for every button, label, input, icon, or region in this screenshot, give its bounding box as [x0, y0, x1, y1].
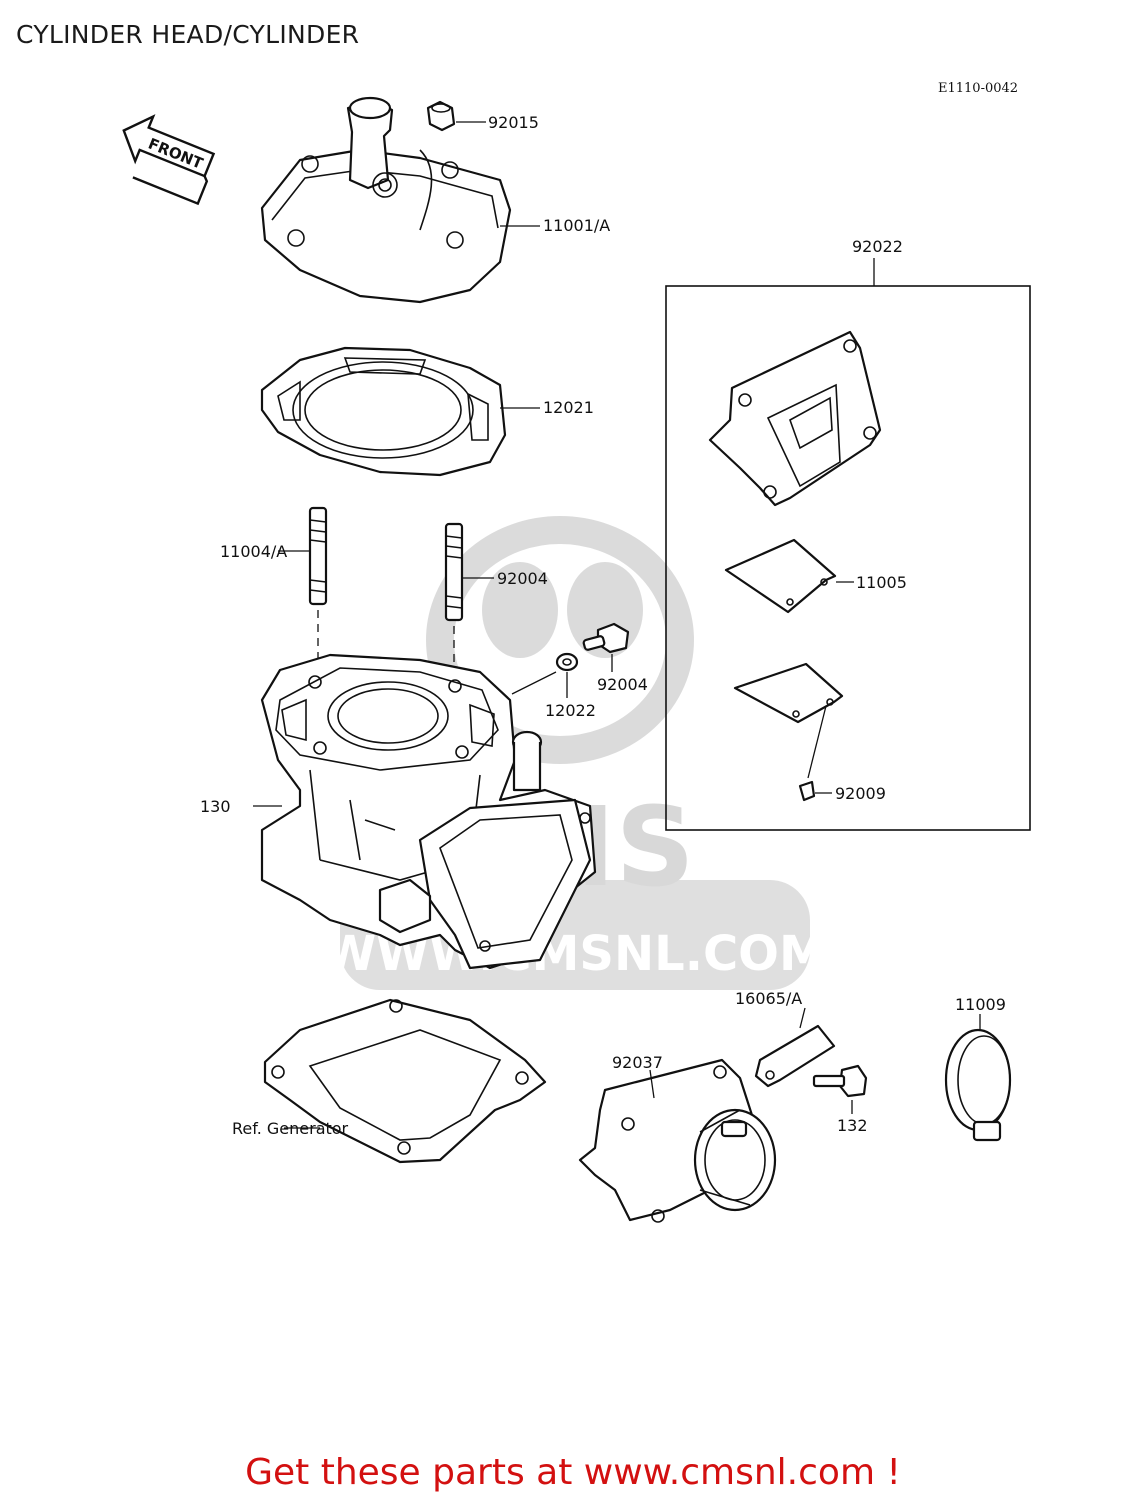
part-label-92004-right: 92004 [497, 569, 548, 588]
part-label-ref-generator: 16065/A [735, 989, 802, 1008]
reed-valve-assembly-12021 [665, 258, 1031, 831]
part-label-92015: 92015 [488, 113, 539, 132]
part-label-11001a: 11001/A [543, 216, 610, 235]
cylinder-11005 [253, 653, 597, 970]
part-label-92009: 92009 [835, 784, 886, 803]
head-gasket-11004a [260, 346, 540, 477]
part-label-12021: 92022 [852, 237, 903, 256]
clamp-92037 [944, 1014, 1012, 1142]
part-label-11005: 130 [200, 797, 231, 816]
diagram-ref-code: E1110-0042 [938, 81, 1018, 96]
part-label-12022: 11005 [856, 573, 907, 592]
base-gasket-11009 [263, 998, 547, 1164]
part-label-11004a: 12021 [543, 398, 594, 417]
part-label-92037: 11009 [955, 995, 1006, 1014]
generator-bracket [754, 1007, 836, 1088]
part-label-132: 132 [837, 1116, 868, 1135]
part-label-92004-left: 11004/A [220, 542, 287, 561]
part-label-16065a: 92037 [612, 1053, 663, 1072]
footer-cta-link[interactable]: Get these parts at www.cmsnl.com ! [245, 1452, 901, 1493]
part-label-92022: 12022 [545, 701, 596, 720]
cylinder-head-11001a [260, 96, 540, 304]
bolt-130 [582, 622, 630, 672]
intake-manifold-16065a [578, 1058, 777, 1223]
stud-92004-left [278, 506, 328, 660]
part-label-11009: Ref. Generator [232, 1119, 349, 1138]
front-arrow-icon: FRONT [122, 114, 216, 206]
page-title: CYLINDER HEAD/CYLINDER [16, 20, 360, 49]
cap-nut-92015 [426, 100, 486, 132]
bolt-132 [812, 1064, 868, 1114]
part-label-130: 92004 [597, 675, 648, 694]
washer-92022 [511, 652, 579, 698]
